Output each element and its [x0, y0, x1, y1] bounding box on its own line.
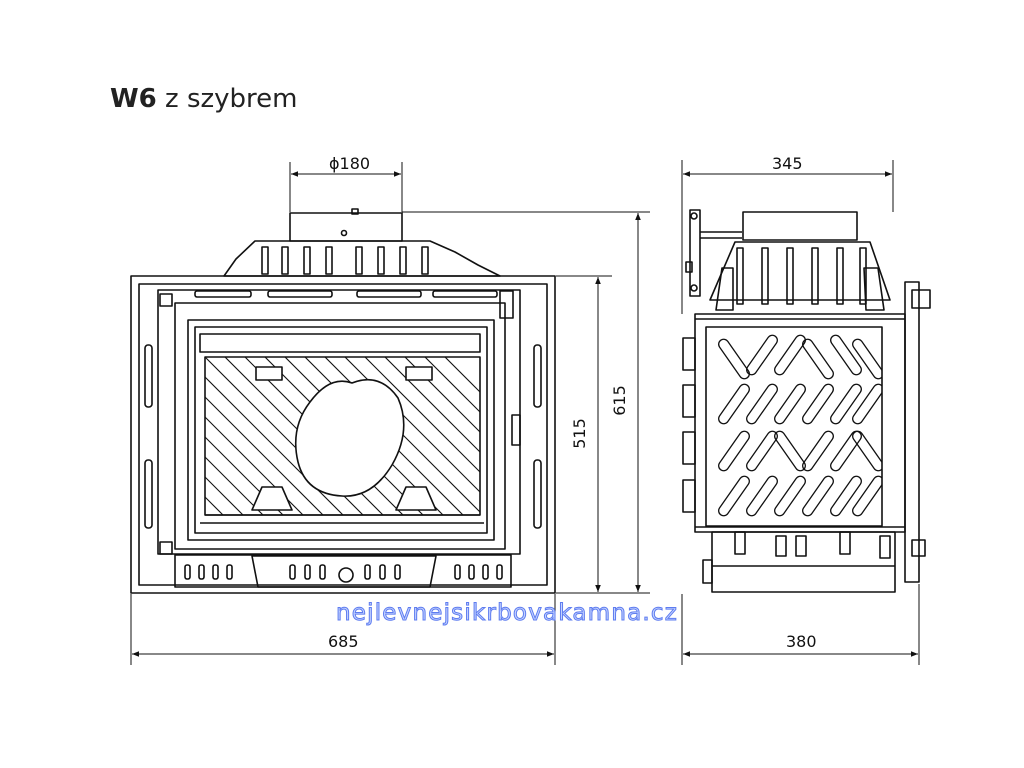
side-dimensions [681, 160, 920, 665]
damper-knob [340, 229, 348, 237]
watermark: nejlevnejsikrbovakamna.cz [335, 600, 679, 627]
dim-total-height: 615 [609, 385, 629, 416]
front-hood [223, 240, 501, 277]
page-title: W6 z szybrem [110, 84, 297, 114]
dim-bottom-depth: 380 [786, 632, 817, 651]
air-regulator [338, 567, 354, 583]
ash-drawer [251, 555, 437, 588]
side-rail [904, 281, 920, 583]
front-dimensions [130, 162, 650, 665]
deflector [199, 333, 481, 353]
brick-tab-left [255, 366, 283, 381]
door-hinge-top [159, 293, 173, 307]
front-view [130, 208, 556, 594]
grate-leg-right [395, 486, 437, 511]
damper-bracket [689, 209, 701, 297]
outer-frame [130, 275, 556, 594]
model-name: W6 [110, 84, 157, 114]
dim-frame-height: 515 [569, 418, 589, 449]
side-panel [705, 326, 883, 527]
side-left-tabs [682, 337, 696, 513]
side-hood [709, 241, 891, 301]
door-handle [511, 414, 521, 446]
flue-collar [289, 212, 403, 242]
dim-flue-diameter: ϕ180 [329, 154, 371, 173]
door-hinge-bottom [159, 541, 173, 555]
hood-slots [261, 246, 429, 275]
damper-pin [351, 208, 359, 215]
side-base [711, 531, 896, 593]
side-chevron-slots [718, 334, 882, 517]
side-flue-collar [742, 211, 858, 241]
dim-width: 685 [328, 632, 359, 651]
glass-frame-inner [194, 326, 488, 534]
dim-top-depth: 345 [772, 154, 803, 173]
side-view [682, 209, 931, 593]
base-slots [184, 564, 503, 580]
glass-frame [187, 319, 495, 541]
frame-side-slots [144, 344, 542, 529]
side-bottom-feet [734, 531, 891, 559]
brick-tab-right [405, 366, 433, 381]
outer-frame-inner [138, 283, 548, 586]
side-hood-slots [736, 247, 867, 305]
model-subtitle: z szybrem [165, 84, 298, 114]
door-inner [174, 302, 506, 550]
door-top-vents [194, 290, 498, 298]
grate-leg-left [251, 486, 293, 511]
door-latch-top [499, 290, 514, 319]
fire-opening [294, 379, 405, 497]
